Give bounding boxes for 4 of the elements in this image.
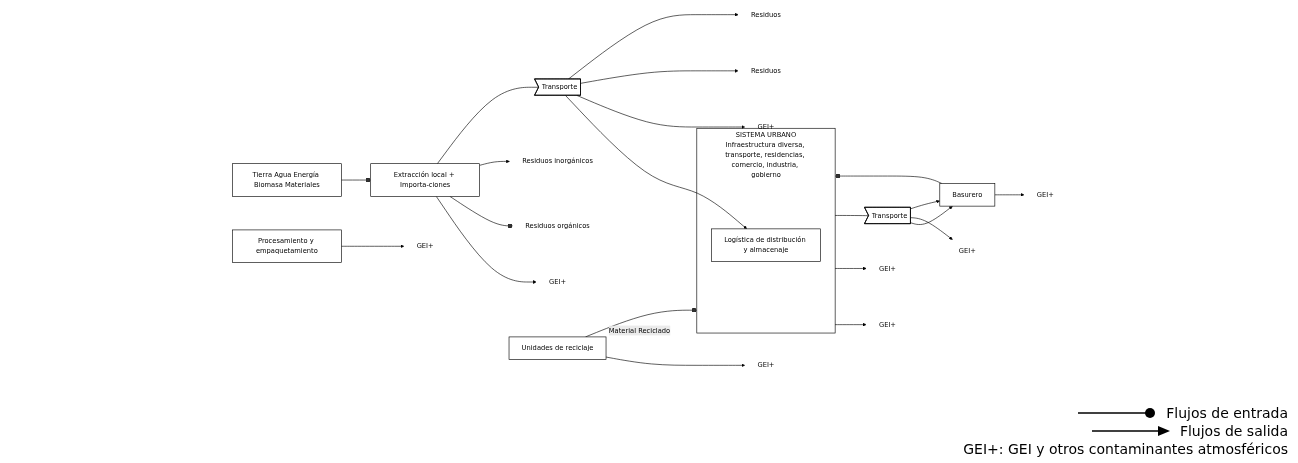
note: GEI+: GEI y otros contaminantes atmosféricos [963, 441, 1288, 457]
connector [834, 215, 869, 216]
legend-text: Flujos de salida [1179, 423, 1288, 439]
legend-text: Flujos de entrada [1166, 405, 1288, 421]
